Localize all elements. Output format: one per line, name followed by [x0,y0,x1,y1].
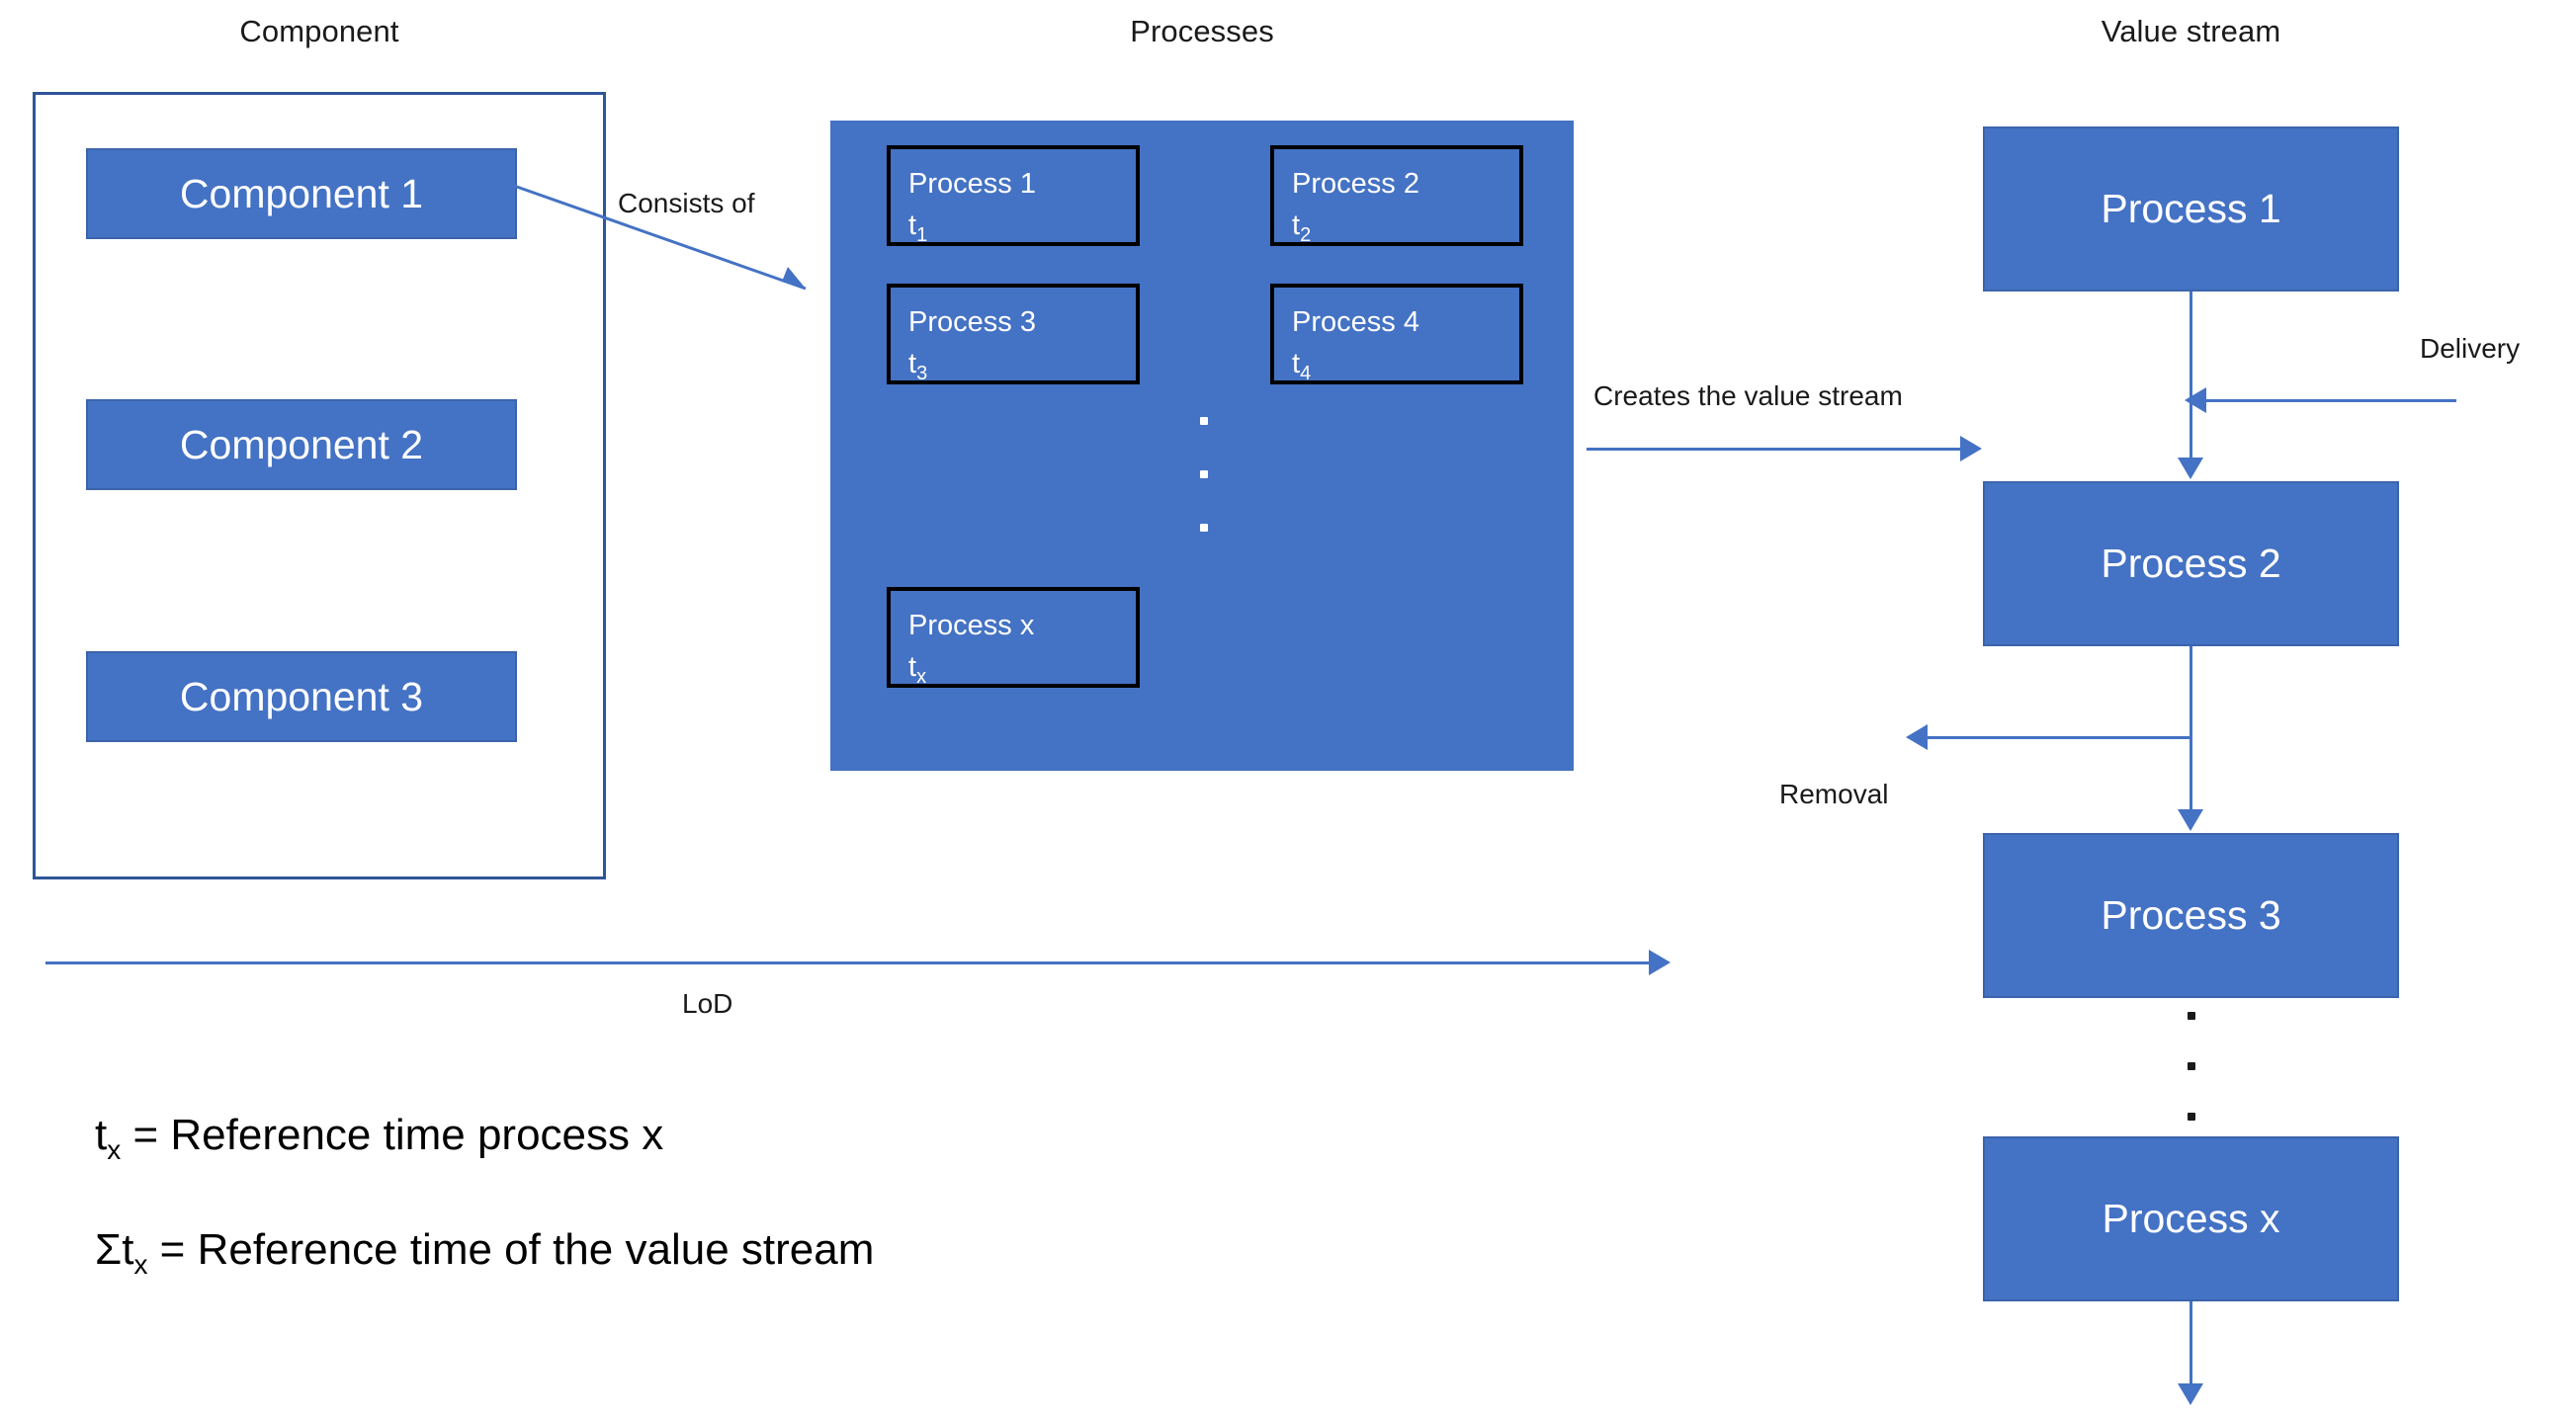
component-box-2-label: Component 2 [179,421,424,467]
component-box-1[interactable]: Component 1 [86,148,517,239]
legend-line-2-text: = Reference time of the value stream [147,1225,875,1274]
processes-panel: Process 1 t1 Process 2 t2 Process 3 t3 P… [830,121,1574,771]
creates-value-stream-arrow-head [1960,436,1982,461]
process-box-3-time: t3 [908,348,928,384]
removal-arrow-head [1906,724,1928,750]
process-box-2[interactable]: Process 2 t2 [1270,145,1523,246]
vs-connector-1-2-arrow-head [2178,458,2203,479]
lod-axis-arrow-head [1649,950,1671,975]
vs-connector-1-2-line [2190,292,2192,459]
value-stream-box-3[interactable]: Process 3 [1983,833,2399,998]
vs-connector-2-3-line [2190,646,2192,811]
value-stream-box-2[interactable]: Process 2 [1983,481,2399,646]
process-box-4[interactable]: Process 4 t4 [1270,284,1523,384]
value-stream-box-1-label: Process 1 [2101,186,2281,231]
processes-ellipsis-dot-1 [1200,417,1208,425]
column-header-value-stream: Value stream [2101,14,2281,48]
value-stream-ellipsis-dot-3 [2188,1113,2195,1121]
processes-ellipsis-dot-3 [1200,524,1208,532]
consists-of-label: Consists of [618,188,755,218]
legend-line-2-subscript: x [133,1248,148,1280]
process-box-4-label: Process 4 [1292,306,1419,338]
value-stream-ellipsis-dot-2 [2188,1062,2195,1070]
creates-value-stream-arrow-line [1587,448,1960,451]
process-box-3[interactable]: Process 3 t3 [887,284,1140,384]
lod-label: LoD [682,988,733,1019]
creates-value-stream-label: Creates the value stream [1593,380,1903,411]
legend-line-2-symbol: Σt [95,1225,134,1274]
process-box-x-label: Process x [908,610,1035,641]
process-box-4-time: t4 [1292,348,1312,384]
value-stream-box-2-label: Process 2 [2101,541,2281,586]
legend-line-1-text: = Reference time process x [121,1111,664,1159]
vs-connector-2-3-arrow-head [2178,809,2203,831]
value-stream-box-1[interactable]: Process 1 [1983,126,2399,292]
component-box-3[interactable]: Component 3 [86,651,517,742]
processes-ellipsis-dot-2 [1200,470,1208,478]
removal-arrow-line [1928,736,2191,739]
process-box-1-label: Process 1 [908,168,1036,200]
delivery-arrow-line [2204,399,2456,402]
process-box-3-label: Process 3 [908,306,1036,338]
process-box-1[interactable]: Process 1 t1 [887,145,1140,246]
component-box-1-label: Component 1 [179,170,424,216]
vs-terminal-arrow-line [2190,1301,2192,1386]
column-header-component: Component [239,14,399,48]
value-stream-box-3-label: Process 3 [2101,892,2281,938]
process-box-x-time: tx [908,651,927,688]
process-box-2-time: t2 [1292,209,1312,246]
legend-line-1-subscript: x [107,1133,122,1165]
value-stream-box-x-label: Process x [2102,1196,2280,1241]
legend-line-1-symbol: t [95,1111,108,1159]
process-box-1-time: t1 [908,209,928,246]
value-stream-ellipsis-dot-1 [2188,1012,2195,1020]
value-stream-box-x[interactable]: Process x [1983,1136,2399,1301]
delivery-arrow-head [2185,387,2206,413]
vs-terminal-arrow-head [2178,1383,2203,1405]
process-box-2-label: Process 2 [1292,168,1419,200]
component-box-2[interactable]: Component 2 [86,399,517,490]
legend-line-1: tx = Reference time process x [95,1111,663,1166]
consists-of-connector [513,184,807,291]
column-header-processes: Processes [1130,14,1274,48]
process-box-x[interactable]: Process x tx [887,587,1140,688]
removal-label: Removal [1779,779,1889,809]
component-box-3-label: Component 3 [179,673,424,719]
delivery-label: Delivery [2420,333,2521,364]
lod-axis-line [45,961,1652,964]
legend-line-2: Σtx = Reference time of the value stream [95,1225,874,1281]
